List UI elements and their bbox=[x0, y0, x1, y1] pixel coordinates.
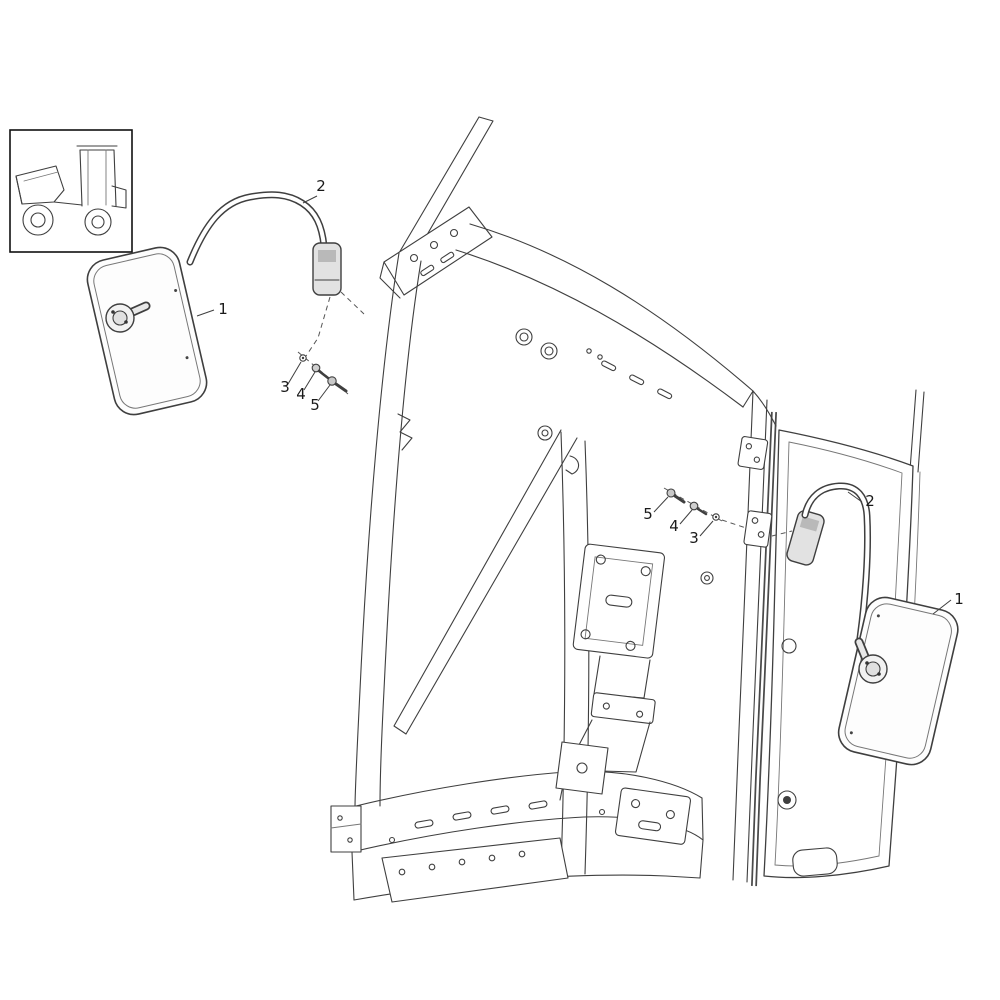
right-mirror-knob bbox=[854, 637, 888, 684]
right-mirror-head bbox=[837, 596, 959, 766]
callout-right-2[interactable]: 2 bbox=[865, 492, 875, 510]
cab-frame bbox=[330, 116, 777, 903]
vehicle-thumbnail bbox=[9, 129, 133, 253]
callout-left-4[interactable]: 4 bbox=[296, 385, 306, 403]
callout-right-3[interactable]: 3 bbox=[689, 529, 699, 547]
callout-right-5[interactable]: 5 bbox=[643, 505, 653, 523]
callout-left-2[interactable]: 2 bbox=[316, 177, 326, 195]
left-fastener-washer bbox=[299, 354, 307, 362]
callout-left-1[interactable]: 1 bbox=[218, 300, 228, 318]
right-mirror-assembly bbox=[663, 482, 959, 766]
right-mount-plate bbox=[743, 510, 773, 548]
left-mirror-assembly bbox=[86, 191, 365, 416]
right-fastener-washer bbox=[712, 513, 720, 521]
left-fastener-bolt bbox=[327, 376, 348, 393]
door-hinge-bracket bbox=[737, 436, 769, 470]
right-fastener-bolt bbox=[666, 488, 686, 504]
callout-right-4[interactable]: 4 bbox=[669, 517, 679, 535]
left-fastener-screw bbox=[311, 363, 330, 380]
left-mirror-head bbox=[86, 246, 208, 416]
right-fastener-screw bbox=[689, 501, 708, 516]
right-mirror-bracket bbox=[786, 510, 825, 566]
right-mirror-arm bbox=[801, 482, 872, 642]
left-mirror-arm bbox=[186, 191, 328, 266]
callout-left-5[interactable]: 5 bbox=[310, 396, 320, 414]
left-mirror-knob bbox=[105, 301, 151, 333]
callout-left-3[interactable]: 3 bbox=[280, 378, 290, 396]
left-mirror-bracket bbox=[312, 242, 342, 296]
callouts: 1 2 3 4 5 5 4 3 2 1 bbox=[196, 177, 964, 615]
callout-right-1[interactable]: 1 bbox=[954, 590, 964, 608]
